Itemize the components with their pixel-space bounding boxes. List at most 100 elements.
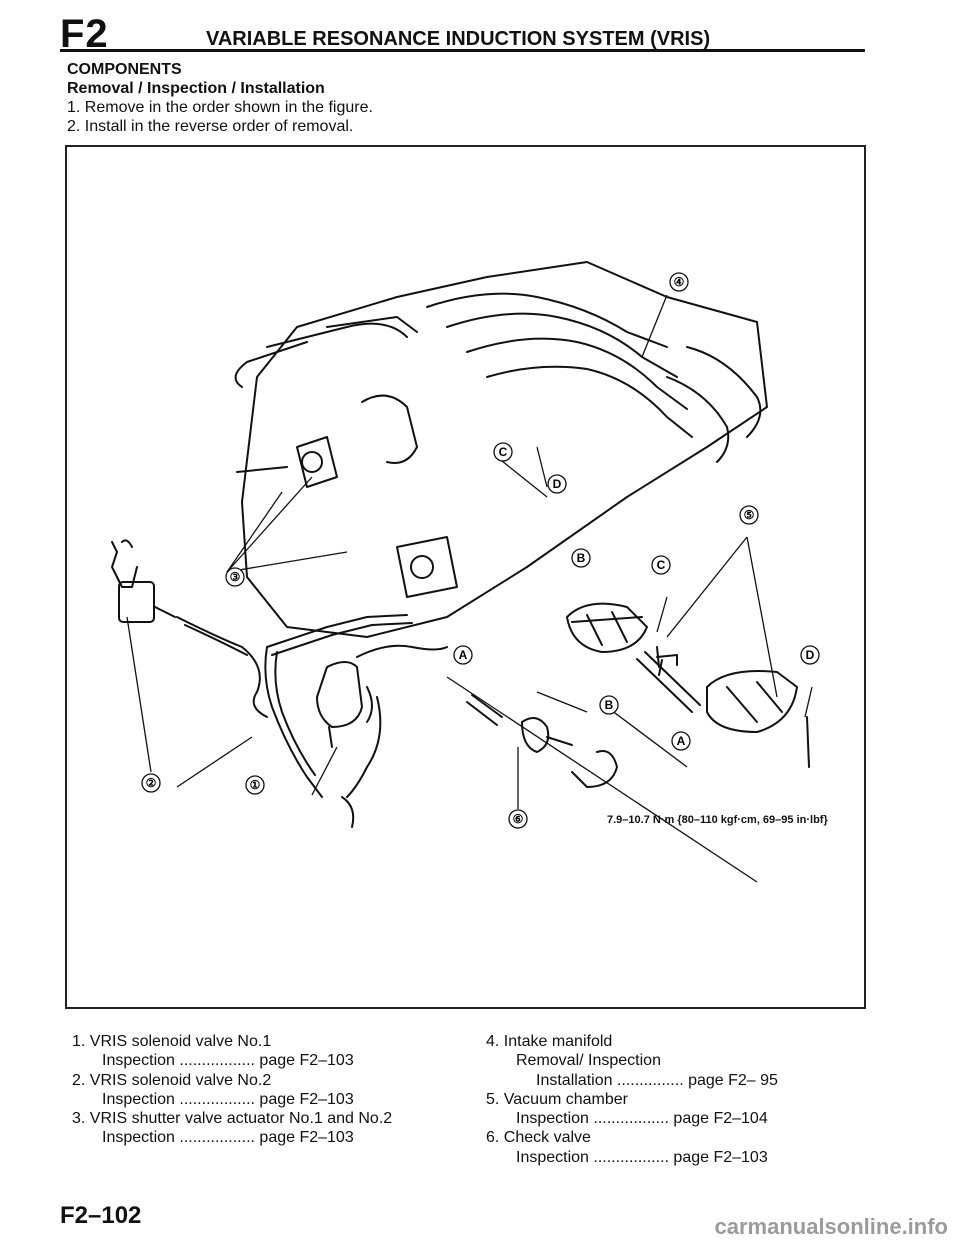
- legend-item-ref: Inspection ................. page F2–104: [486, 1109, 866, 1128]
- ref-label: Inspection: [102, 1052, 175, 1070]
- page-ref: page F2–103: [259, 1129, 354, 1147]
- page-header: F2 VARIABLE RESONANCE INDUCTION SYSTEM (…: [60, 12, 860, 56]
- legend-item-title: 5. Vacuum chamber: [486, 1090, 628, 1108]
- legend-item-title: 6. Check valve: [486, 1129, 591, 1147]
- callout-marker: [739, 505, 759, 525]
- connection-marker: [599, 695, 619, 715]
- hose: [466, 694, 503, 726]
- legend-item: 2. VRIS solenoid valve No.2 Inspection .…: [72, 1071, 457, 1110]
- procedure-heading: Removal / Inspection / Installation: [67, 80, 325, 97]
- intake-runner: [426, 292, 668, 348]
- leader-line: [176, 736, 253, 788]
- page-ref: page F2–103: [259, 1052, 354, 1070]
- instruction-step: 1. Remove in the order shown in the figu…: [67, 99, 373, 116]
- instruction-step: 2. Install in the reverse order of remov…: [67, 118, 354, 135]
- vacuum-chamber-rear: [706, 670, 798, 733]
- legend-item-subtitle: Removal/ Inspection: [516, 1052, 661, 1070]
- air-duct: [234, 341, 308, 388]
- intro-block: COMPONENTS Removal / Inspection / Instal…: [67, 60, 857, 136]
- legend-item-title: 1. VRIS solenoid valve No.1: [72, 1033, 272, 1050]
- page-title: VARIABLE RESONANCE INDUCTION SYSTEM (VRI…: [206, 28, 711, 50]
- leader-line: [641, 294, 668, 358]
- legend-item-title: 2. VRIS solenoid valve No.2: [72, 1071, 272, 1089]
- leader-line: [446, 676, 758, 883]
- connection-label: C: [499, 445, 508, 459]
- leader-dots: .................: [593, 1148, 669, 1166]
- ref-label: Inspection: [516, 1148, 589, 1166]
- callout-label: ⑤: [744, 508, 755, 522]
- legend-item-ref: Inspection ................. page F2–103: [72, 1090, 457, 1109]
- hose: [636, 658, 693, 713]
- leader-line: [226, 551, 348, 573]
- component-diagram: ② ① ③ ④ ⑤ ⑥ A A B B C C D: [65, 145, 866, 1009]
- callout-marker: [245, 775, 265, 795]
- connection-label: B: [605, 698, 614, 712]
- check-valve: [521, 717, 550, 753]
- parts-legend-right: 4. Intake manifold Removal/ Inspection I…: [486, 1032, 866, 1167]
- legend-item-ref: Installation ............... page F2– 95: [486, 1071, 866, 1090]
- leader-line: [666, 536, 748, 638]
- connection-marker: [453, 645, 473, 665]
- intake-manifold: [686, 346, 762, 438]
- leader-dots: .................: [179, 1090, 255, 1108]
- section-heading: COMPONENTS: [67, 61, 182, 78]
- connection-marker: [800, 645, 820, 665]
- legend-item-ref: Inspection ................. page F2–103: [72, 1128, 457, 1147]
- legend-item-ref: Inspection ................. page F2–103: [486, 1148, 866, 1167]
- connection-marker: [493, 442, 513, 462]
- ref-label: Installation: [536, 1071, 613, 1089]
- page-ref: page F2–104: [673, 1110, 768, 1128]
- ref-label: Inspection: [516, 1110, 589, 1128]
- engine-illustration: ② ① ③ ④ ⑤ ⑥ A A B B C C D: [111, 261, 820, 883]
- leader-dots: .................: [179, 1129, 255, 1147]
- section-code: F2: [60, 12, 109, 56]
- callout-label: ⑥: [513, 812, 524, 826]
- hose: [571, 750, 618, 788]
- parts-legend-left: 1. VRIS solenoid valve No.1 Inspection .…: [72, 1032, 457, 1148]
- vris-solenoid-valve-2: [111, 541, 138, 588]
- callout-label: ②: [146, 776, 157, 790]
- vris-solenoid-valve-1: [316, 661, 363, 728]
- legend-item: 3. VRIS shutter valve actuator No.1 and …: [72, 1109, 457, 1148]
- legend-item-ref: Inspection ................. page F2–103: [72, 1051, 457, 1070]
- legend-item: 4. Intake manifold Removal/ Inspection I…: [486, 1032, 866, 1090]
- shutter-valve-actuator: [396, 536, 458, 598]
- page-ref: page F2– 95: [688, 1071, 778, 1089]
- callout-label: ④: [674, 275, 685, 289]
- ref-label: Inspection: [102, 1090, 175, 1108]
- leader-line: [746, 536, 778, 698]
- connection-label: C: [657, 558, 666, 572]
- ref-label: Inspection: [102, 1129, 175, 1147]
- leader-dots: .................: [179, 1052, 255, 1070]
- connection-marker: [571, 548, 591, 568]
- vacuum-chamber-front: [566, 602, 648, 653]
- vacuum-hose: [264, 646, 323, 798]
- leader-line: [126, 616, 152, 773]
- connection-label: D: [806, 648, 815, 662]
- leader-dots: ...............: [616, 1071, 684, 1089]
- legend-item: 6. Check valve Inspection ..............…: [486, 1128, 866, 1167]
- leader-line: [226, 491, 283, 573]
- shutter-valve-actuator: [296, 436, 338, 488]
- page-number: F2–102: [60, 1202, 142, 1229]
- watermark: carmanualsonline.info: [714, 1214, 949, 1239]
- callout-label: ①: [250, 778, 261, 792]
- callout-label: ③: [230, 570, 241, 584]
- leader-dots: .................: [593, 1110, 669, 1128]
- callout-marker: [508, 809, 528, 829]
- legend-item-title: 4. Intake manifold: [486, 1033, 613, 1050]
- connection-marker: [547, 474, 567, 494]
- page-ref: page F2–103: [673, 1148, 768, 1166]
- callout-marker: [141, 773, 161, 793]
- vacuum-hose: [176, 616, 268, 718]
- callout-marker: [225, 567, 245, 587]
- legend-item-title: 3. VRIS shutter valve actuator No.1 and …: [72, 1110, 393, 1128]
- header-divider: [60, 49, 865, 52]
- bolt: [806, 716, 810, 768]
- page-ref: page F2–103: [259, 1090, 354, 1108]
- legend-item: 5. Vacuum chamber Inspection ...........…: [486, 1090, 866, 1129]
- connection-label: B: [577, 551, 586, 565]
- connection-label: D: [553, 477, 562, 491]
- torque-spec: 7.9–10.7 N·m {80–110 kgf·cm, 69–95 in·lb…: [607, 814, 828, 826]
- connection-marker: [651, 555, 671, 575]
